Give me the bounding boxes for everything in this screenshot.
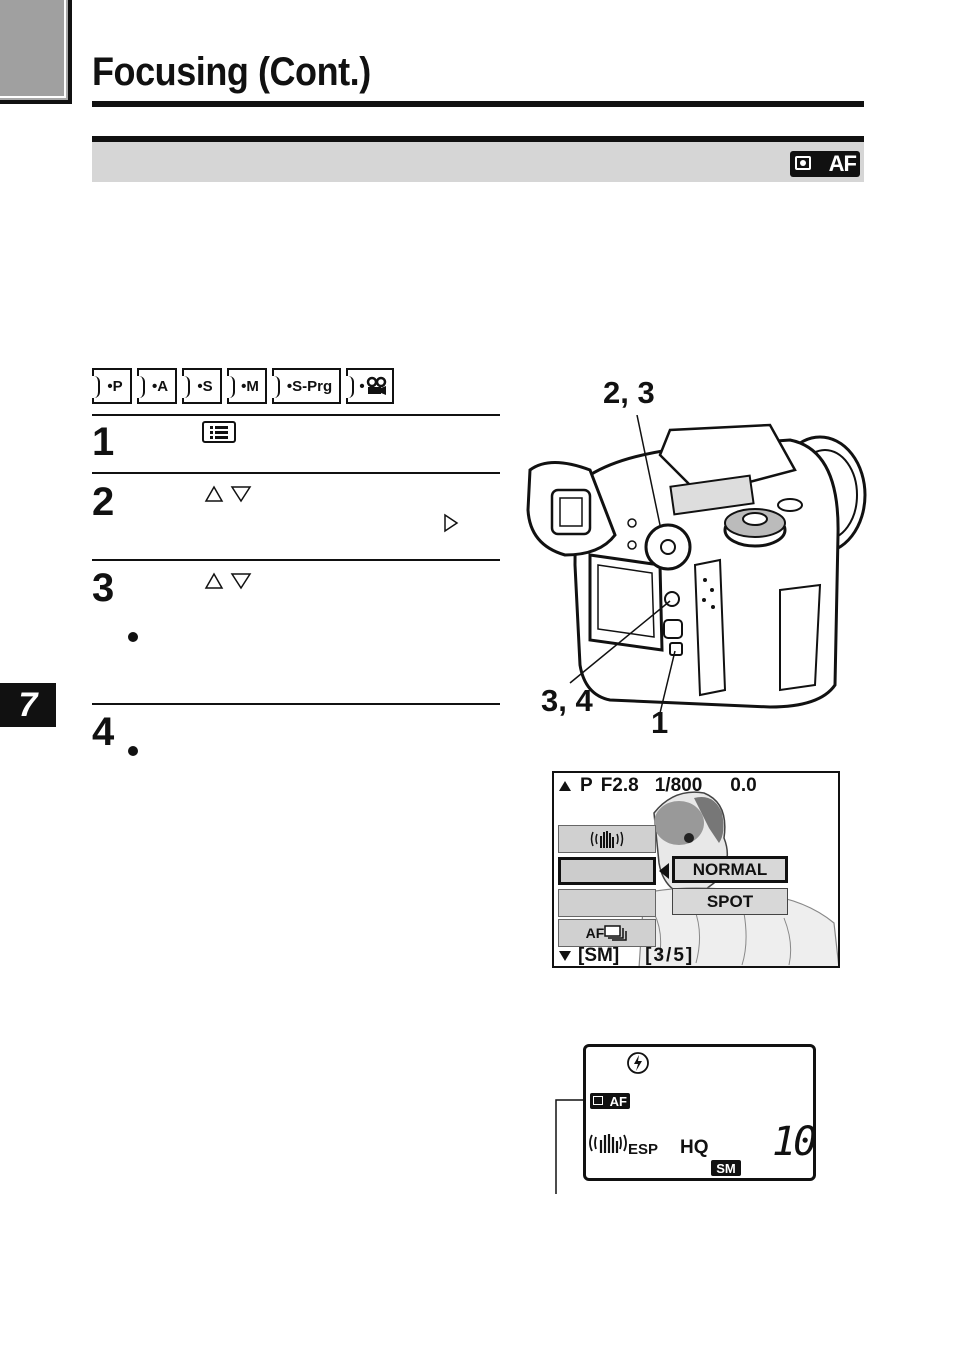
step-rule	[92, 703, 500, 705]
control-panel: AF ESP HQ SM 10	[583, 1044, 817, 1181]
step-number-3: 3	[92, 566, 115, 610]
option-spot[interactable]: SPOT	[672, 888, 788, 915]
mode-label: •	[359, 377, 365, 395]
step-number-1: 1	[92, 420, 115, 464]
panel-spot-af-badge: AF	[590, 1093, 630, 1109]
option-normal[interactable]: NORMAL	[672, 856, 788, 883]
lcd-shutter: 1/800	[654, 775, 703, 796]
section-band-rule	[92, 136, 864, 142]
lcd-status-bar: P F2.8 1/800 0.0	[558, 775, 757, 797]
panel-size-badge: SM	[711, 1160, 741, 1176]
triangle-down-icon	[559, 951, 571, 961]
menu-list-icon	[202, 421, 236, 443]
af-badge-label: AF	[828, 151, 857, 176]
mode-label: •S-Prg	[286, 377, 333, 395]
hand-shake-icon	[589, 1134, 627, 1153]
section-band	[92, 142, 864, 182]
step-number-2: 2	[92, 480, 115, 524]
spot-frame-icon	[795, 156, 811, 170]
panel-callout-line	[555, 1099, 586, 1194]
lcd-mode: P	[580, 775, 593, 796]
mode-label: •A	[151, 377, 169, 395]
flash-off-icon	[627, 1052, 649, 1074]
step-rule	[92, 472, 500, 474]
chapter-tab: 7	[0, 683, 56, 727]
panel-af-label: AF	[609, 1093, 627, 1109]
triangle-right-icon	[444, 513, 459, 533]
menu-item-spot-af-selected[interactable]	[558, 857, 656, 885]
triangle-up-icon	[559, 781, 571, 791]
panel-esp: ESP	[628, 1141, 659, 1158]
up-down-arrows-icon	[204, 485, 252, 503]
movie-camera-icon	[366, 376, 386, 395]
panel-quality: HQ	[680, 1137, 709, 1158]
title-rule	[92, 101, 864, 107]
bullet	[128, 632, 138, 642]
mode-icon-a: •A	[137, 368, 177, 404]
mode-label: •M	[241, 377, 259, 395]
mode-icon-p: •P	[92, 368, 132, 404]
bullet	[128, 746, 138, 756]
step-rule	[92, 414, 500, 416]
mode-icon-m: •M	[227, 368, 267, 404]
camera-back-illustration	[526, 415, 867, 714]
menu-af-label: AF	[585, 925, 605, 941]
spot-af-badge: AF	[790, 151, 860, 177]
corner-tab-inner	[0, 0, 66, 98]
lcd-monitor: P F2.8 1/800 0.0 AF NORMAL SPOT [SM] [3/…	[552, 771, 840, 968]
panel-count: 10	[772, 1119, 817, 1165]
lcd-aperture: F2.8	[600, 775, 639, 796]
lcd-tab: [SM]	[578, 945, 620, 966]
mode-icon-movie: •	[346, 368, 394, 404]
menu-item-af-sequence[interactable]: AF	[558, 919, 656, 947]
up-down-arrows-icon	[204, 572, 252, 590]
spot-frame-icon	[593, 1096, 603, 1105]
menu-item-stabilizer[interactable]	[558, 825, 656, 853]
lcd-page: [3/5]	[645, 945, 695, 966]
step-rule	[92, 559, 500, 561]
lcd-exposure: 0.0	[730, 775, 757, 796]
step-number-4: 4	[92, 710, 115, 754]
callout-3-4: 3, 4	[541, 683, 593, 718]
mode-icon-s: •S	[182, 368, 222, 404]
callout-1: 1	[651, 705, 669, 740]
mode-icon-s-prg: •S-Prg	[272, 368, 341, 404]
mode-label: •P	[107, 377, 123, 395]
triangle-left-icon	[659, 863, 669, 879]
callout-2-3: 2, 3	[603, 375, 655, 410]
mode-label: •S	[197, 377, 213, 395]
sequence-frames-icon	[604, 925, 628, 941]
lcd-footer: [SM] [3/5]	[558, 945, 695, 966]
hand-shake-icon	[590, 831, 624, 848]
page-title: Focusing (Cont.)	[92, 50, 371, 94]
menu-item-blank[interactable]	[558, 889, 656, 917]
